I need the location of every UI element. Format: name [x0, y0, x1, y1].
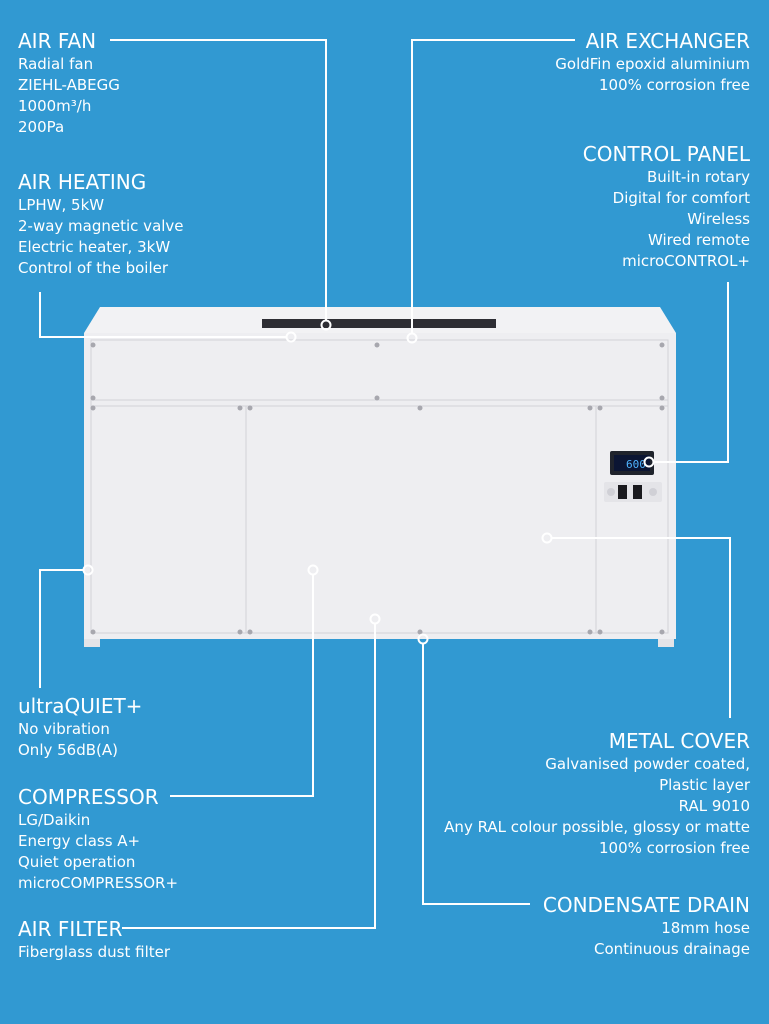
callout-line: 100% corrosion free — [598, 76, 750, 94]
callout-line: RAL 9010 — [678, 797, 750, 815]
callout-line: 1000m³/h — [18, 97, 92, 115]
callout-title: AIR FILTER — [18, 917, 123, 941]
mode-switch — [633, 485, 642, 499]
callout-line: Plastic layer — [659, 776, 750, 794]
callout-title: ultraQUIET+ — [18, 694, 143, 718]
callout-control-panel: CONTROL PANEL Built-in rotary Digital fo… — [583, 141, 750, 272]
callout-line: ZIEHL-ABEGG — [18, 76, 120, 94]
callout-line: Wireless — [687, 210, 750, 228]
callout-line: Galvanised powder coated, — [545, 755, 750, 773]
callout-title: COMPRESSOR — [18, 785, 159, 809]
callout-line: microCONTROL+ — [622, 252, 750, 270]
callout-air-heating: AIR HEATING LPHW, 5kW 2-way magnetic val… — [18, 169, 184, 279]
callout-line: Control of the boiler — [18, 259, 169, 277]
callout-line: Continuous drainage — [594, 940, 750, 958]
callout-line: 18mm hose — [661, 919, 750, 937]
control-knob-left — [607, 488, 615, 496]
callout-line: Any RAL colour possible, glossy or matte — [444, 818, 750, 836]
callout-line: GoldFin epoxid aluminium — [555, 55, 750, 73]
callout-title: CONTROL PANEL — [582, 142, 750, 166]
callout-line: Wired remote — [648, 231, 750, 249]
callout-title: AIR EXCHANGER — [585, 29, 750, 53]
control-display-screen — [614, 455, 650, 471]
callout-metal-cover: METAL COVER Galvanised powder coated, Pl… — [444, 728, 750, 859]
callout-compressor: COMPRESSOR LG/Daikin Energy class A+ Qui… — [18, 784, 178, 894]
callout-line: Digital for comfort — [612, 189, 750, 207]
callout-title: AIR FAN — [18, 29, 97, 53]
callout-condensate-drain: CONDENSATE DRAIN 18mm hose Continuous dr… — [543, 892, 750, 960]
callout-line: No vibration — [18, 720, 110, 738]
callout-title: CONDENSATE DRAIN — [542, 893, 750, 917]
unit-foot-left — [84, 639, 100, 647]
callout-line: microCOMPRESSOR+ — [18, 874, 179, 892]
callout-title: AIR HEATING — [18, 170, 147, 194]
callout-line: Quiet operation — [18, 853, 136, 871]
callout-line: Energy class A+ — [18, 832, 141, 850]
callout-line: LPHW, 5kW — [18, 196, 105, 214]
top-vent-grille — [262, 319, 496, 328]
callout-air-fan: AIR FAN Radial fan ZIEHL-ABEGG 1000m³/h … — [18, 28, 120, 138]
callout-line: 200Pa — [18, 118, 65, 136]
control-display-readout: 600 — [626, 458, 646, 471]
callout-ultraquiet: ultraQUIET+ No vibration Only 56dB(A) — [18, 693, 142, 761]
control-knob-right — [649, 488, 657, 496]
callout-line: 2-way magnetic valve — [18, 217, 184, 235]
callout-title: METAL COVER — [608, 729, 750, 753]
unit-front-panel — [84, 333, 676, 639]
callout-line: Only 56dB(A) — [18, 741, 118, 759]
callout-air-filter: AIR FILTER Fiberglass dust filter — [18, 916, 170, 963]
callout-air-exchanger: AIR EXCHANGER GoldFin epoxid aluminium 1… — [555, 28, 750, 96]
callout-line: Radial fan — [18, 55, 94, 73]
callout-line: Fiberglass dust filter — [18, 943, 171, 961]
power-switch — [618, 485, 627, 499]
callout-line: 100% corrosion free — [598, 839, 750, 857]
unit-foot-right — [658, 639, 674, 647]
callout-line: LG/Daikin — [18, 811, 91, 829]
callout-line: Electric heater, 3kW — [18, 238, 171, 256]
callout-line: Built-in rotary — [646, 168, 750, 186]
